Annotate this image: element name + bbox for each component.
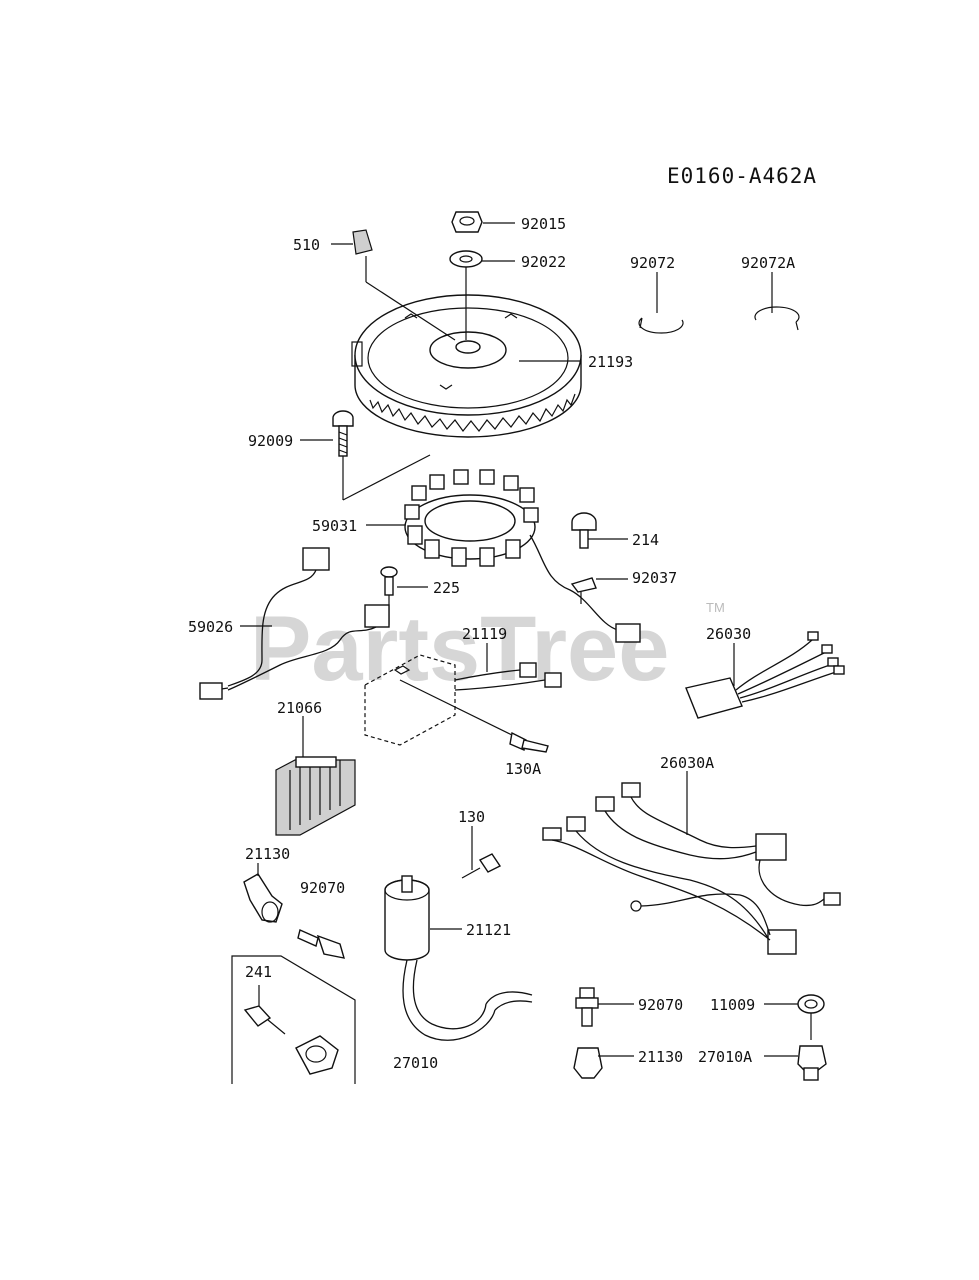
- clamp-92037[interactable]: [570, 577, 597, 593]
- label-11009[interactable]: 11009: [710, 996, 755, 1014]
- key-510[interactable]: [352, 229, 373, 255]
- bolt-214[interactable]: [571, 512, 597, 549]
- harness-26030A[interactable]: [542, 782, 841, 955]
- label-92009[interactable]: 92009: [248, 432, 293, 450]
- leader-92009-diag: [342, 454, 431, 501]
- regulator-21066[interactable]: [275, 756, 356, 836]
- label-26030[interactable]: 26030: [706, 625, 751, 643]
- label-510[interactable]: 510: [293, 236, 320, 254]
- nut-92015[interactable]: [451, 211, 483, 233]
- plug-cap-21130-right[interactable]: [573, 1047, 603, 1079]
- label-92070[interactable]: 92070: [300, 879, 345, 897]
- label-59031[interactable]: 59031: [312, 517, 357, 535]
- label-21193[interactable]: 21193: [588, 353, 633, 371]
- flywheel-21193[interactable]: [351, 294, 582, 438]
- diagram-code: E0160-A462A: [667, 164, 817, 188]
- bolt-92009[interactable]: [332, 410, 354, 457]
- label-21119[interactable]: 21119: [462, 625, 507, 643]
- watermark: PartsTree: [250, 598, 669, 700]
- stator-59031[interactable]: [404, 469, 539, 567]
- label-225[interactable]: 225: [433, 579, 460, 597]
- spark-plug-92070-right[interactable]: [575, 987, 599, 1027]
- harness-59026[interactable]: [199, 547, 390, 700]
- label-27010[interactable]: 27010: [393, 1054, 438, 1072]
- label-21130-right[interactable]: 21130: [638, 1048, 683, 1066]
- bolt-130[interactable]: [461, 853, 502, 879]
- label-130A[interactable]: 130A: [505, 760, 541, 778]
- label-26030A[interactable]: 26030A: [660, 754, 714, 772]
- label-92072[interactable]: 92072: [630, 254, 675, 272]
- label-27010A[interactable]: 27010A: [698, 1048, 752, 1066]
- stator-wire: [529, 534, 619, 631]
- label-92037[interactable]: 92037: [632, 569, 677, 587]
- ignition-coil-21121[interactable]: [384, 875, 533, 1041]
- label-241[interactable]: 241: [245, 963, 272, 981]
- label-92072A[interactable]: 92072A: [741, 254, 795, 272]
- label-21121[interactable]: 21121: [466, 921, 511, 939]
- clip-92072[interactable]: [638, 317, 684, 334]
- stator-connector[interactable]: [615, 623, 641, 643]
- screw-225[interactable]: [380, 566, 398, 596]
- label-92070-right[interactable]: 92070: [638, 996, 683, 1014]
- washer-92022[interactable]: [449, 250, 483, 268]
- leader-510-diag: [365, 281, 456, 341]
- group-box-241: [231, 955, 356, 1084]
- module-bolt[interactable]: [399, 679, 549, 753]
- label-21130[interactable]: 21130: [245, 845, 290, 863]
- label-59026[interactable]: 59026: [188, 618, 233, 636]
- watermark-trademark: TM: [706, 600, 725, 615]
- label-92015[interactable]: 92015: [521, 215, 566, 233]
- sensor-241[interactable]: [295, 1035, 339, 1075]
- spark-plug-92070[interactable]: [297, 929, 345, 959]
- terminal-27010A[interactable]: [797, 1045, 827, 1081]
- label-21066[interactable]: 21066: [277, 699, 322, 717]
- plug-cap-21130[interactable]: [243, 873, 283, 923]
- connector-26030[interactable]: [685, 631, 845, 719]
- clip-92072A[interactable]: [754, 306, 800, 331]
- label-130[interactable]: 130: [458, 808, 485, 826]
- washer-11009[interactable]: [797, 994, 825, 1014]
- ignition-module-21119[interactable]: [364, 654, 562, 746]
- label-214[interactable]: 214: [632, 531, 659, 549]
- label-92022[interactable]: 92022: [521, 253, 566, 271]
- bolt-241[interactable]: [243, 985, 286, 1035]
